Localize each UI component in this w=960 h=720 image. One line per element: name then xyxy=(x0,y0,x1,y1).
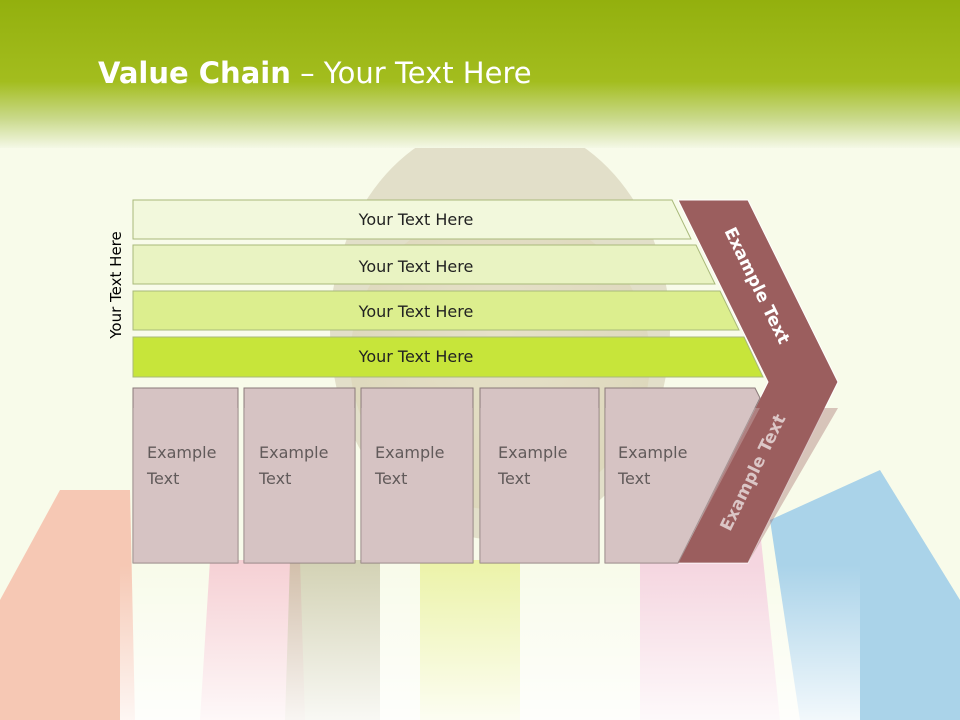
box-1: Example Text xyxy=(243,387,356,564)
bar-1: Your Text Here xyxy=(132,244,716,285)
box-line1: Example xyxy=(375,443,444,462)
box-3: Example Text xyxy=(479,387,600,564)
header-band xyxy=(0,0,960,148)
box-line1: Example xyxy=(147,443,216,462)
slide-title: Value Chain – Your Text Here xyxy=(98,56,532,90)
box-line2: Text xyxy=(497,469,530,488)
chevron-arrow xyxy=(677,199,839,564)
bar-3: Your Text Here xyxy=(132,336,764,378)
title-bold: Value Chain xyxy=(98,56,291,90)
box-line2: Text xyxy=(146,469,179,488)
box-2: Example Text xyxy=(360,387,474,564)
box-4: Example Text xyxy=(604,387,761,564)
box-line1: Example xyxy=(259,443,328,462)
bar-label: Your Text Here xyxy=(358,347,474,366)
box-line2: Text xyxy=(374,469,407,488)
bar-0: Your Text Here xyxy=(132,199,692,240)
box-line1: Example xyxy=(618,443,687,462)
reflection-fade xyxy=(120,565,860,720)
box-line1: Example xyxy=(498,443,567,462)
box-line2: Text xyxy=(258,469,291,488)
box-line2: Text xyxy=(617,469,650,488)
bar-label: Your Text Here xyxy=(358,257,474,276)
bar-2: Your Text Here xyxy=(132,290,740,331)
title-rest: – Your Text Here xyxy=(290,56,532,90)
bar-label: Your Text Here xyxy=(358,302,474,321)
reflection xyxy=(133,408,838,563)
box-0: Example Text xyxy=(132,387,239,564)
bar-label: Your Text Here xyxy=(358,210,474,229)
